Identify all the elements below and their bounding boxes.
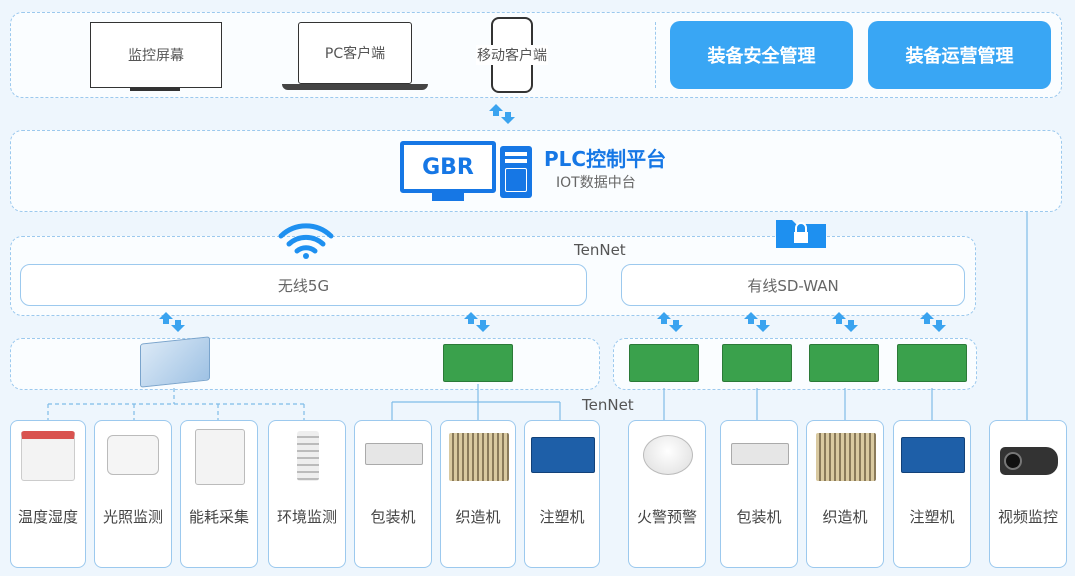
energy-meter-icon (195, 429, 245, 485)
device-card-energy[interactable]: 能耗采集 (180, 420, 258, 568)
equipment-security-button[interactable]: 装备安全管理 (670, 21, 853, 89)
device-label: 包装机 (370, 508, 416, 526)
camera-lens (1004, 452, 1022, 470)
weather-station-icon (297, 431, 319, 481)
injection-machine-icon (531, 437, 595, 473)
weaving-machine-icon (816, 433, 876, 481)
device-label: 火警预警 (636, 508, 697, 526)
device-label: 环境监测 (276, 508, 337, 526)
device-label: 光照监测 (102, 508, 163, 526)
device-label: 织造机 (822, 508, 868, 526)
device-label: 注塑机 (539, 508, 585, 526)
device-card-injection-1[interactable]: 注塑机 (524, 420, 600, 568)
device-label: 温度湿度 (17, 508, 78, 526)
mobile-client[interactable]: 移动客户端 (476, 17, 548, 93)
device-label: 织造机 (455, 508, 501, 526)
mobile-client-label: 移动客户端 (476, 45, 548, 65)
wired-sdwan[interactable]: 有线SD-WAN (621, 264, 965, 306)
tennet-bottom-label: TenNet (582, 396, 634, 414)
monitor-screen[interactable]: 监控屏幕 (90, 22, 222, 88)
monitor-stand (130, 88, 180, 91)
packaging-machine-icon (731, 443, 789, 465)
platform-layer (10, 130, 1062, 212)
equipment-security-label: 装备安全管理 (707, 46, 816, 67)
tennet-top-label: TenNet (574, 241, 626, 259)
wifi-icon (278, 223, 334, 259)
pc-client-label: PC客户端 (324, 46, 386, 62)
device-label: 包装机 (736, 508, 782, 526)
plc-controller (629, 344, 699, 382)
wired-sdwan-label: 有线SD-WAN (747, 276, 839, 295)
device-card-weaving-1[interactable]: 织造机 (440, 420, 516, 568)
device-card-light[interactable]: 光照监测 (94, 420, 172, 568)
server-icon (500, 146, 532, 198)
lock-folder-icon (776, 220, 826, 248)
device-label: 视频监控 (997, 508, 1058, 526)
gbr-label: GBR (422, 154, 474, 180)
equipment-operations-button[interactable]: 装备运营管理 (868, 21, 1051, 89)
injection-machine-icon (901, 437, 965, 473)
smoke-detector-icon (643, 435, 693, 475)
platform-subtitle: IOT数据中台 (556, 175, 636, 191)
device-card-fire-alarm[interactable]: 火警预警 (628, 420, 706, 568)
packaging-machine-icon (365, 443, 423, 465)
gbr-monitor-stand (432, 193, 464, 201)
platform-title: PLC控制平台 (544, 147, 667, 171)
plc-controller (443, 344, 513, 382)
gbr-monitor: GBR (400, 141, 496, 193)
monitor-screen-label: 监控屏幕 (128, 48, 184, 64)
laptop-base (282, 84, 428, 90)
device-card-injection-2[interactable]: 注塑机 (893, 420, 971, 568)
plc-controller (897, 344, 967, 382)
light-sensor-icon (107, 435, 159, 475)
wireless-5g-label: 无线5G (277, 276, 330, 295)
pc-client[interactable]: PC客户端 (298, 22, 412, 84)
plc-controller (722, 344, 792, 382)
device-card-environment[interactable]: 环境监测 (268, 420, 346, 568)
device-card-weaving-2[interactable]: 织造机 (806, 420, 884, 568)
device-label: 能耗采集 (188, 508, 249, 526)
thermometer-icon (21, 431, 75, 481)
wireless-5g[interactable]: 无线5G (20, 264, 587, 306)
device-card-packaging-1[interactable]: 包装机 (354, 420, 432, 568)
top-divider (655, 22, 656, 88)
equipment-operations-label: 装备运营管理 (905, 46, 1014, 67)
device-card-temp-humidity[interactable]: 温度湿度 (10, 420, 86, 568)
device-card-video[interactable]: 视频监控 (989, 420, 1067, 568)
plc-controller (809, 344, 879, 382)
weaving-machine-icon (449, 433, 509, 481)
device-card-packaging-2[interactable]: 包装机 (720, 420, 798, 568)
device-label: 注塑机 (909, 508, 955, 526)
